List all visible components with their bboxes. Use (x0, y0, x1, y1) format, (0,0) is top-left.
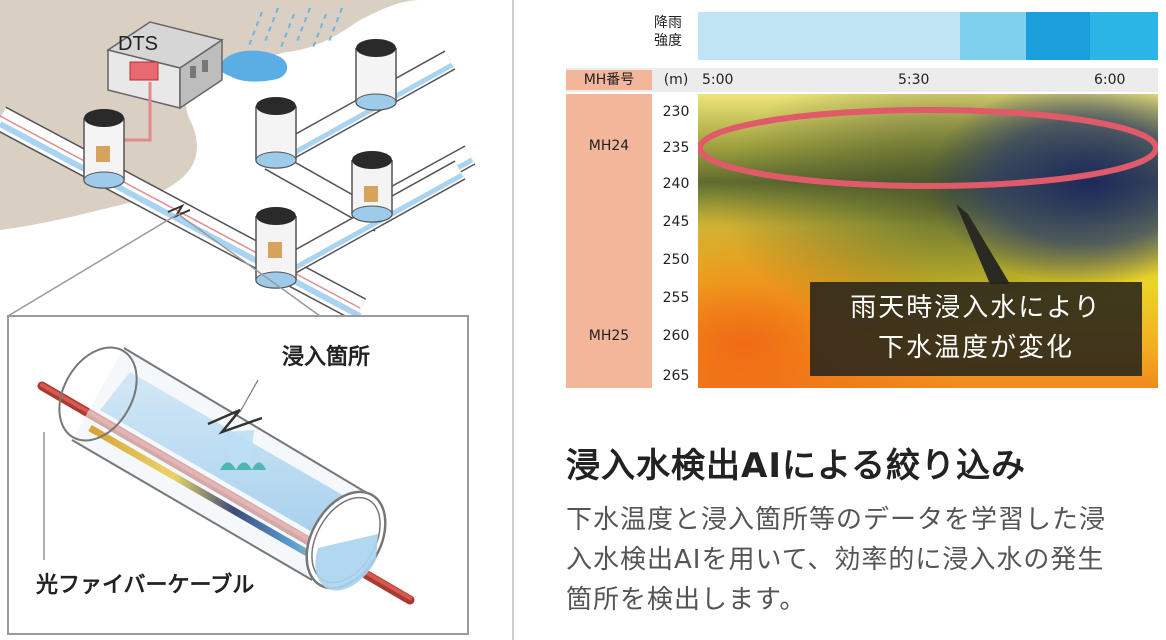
header-band (566, 68, 1158, 92)
cable-label: 光ファイバーケーブル (35, 572, 254, 598)
rain-intensity-segment (1026, 12, 1090, 60)
depth-tick: 240 (662, 176, 690, 192)
rain-change-callout: 雨天時浸入水により 下水温度が変化 (810, 282, 1142, 376)
manhole-name: MH24 (588, 138, 630, 154)
depth-tick: 230 (662, 104, 690, 120)
depth-tick: 260 (662, 328, 690, 344)
section-title: 浸入水検出AIによる絞り込み (566, 446, 1026, 486)
callout-line: 雨天時浸入水により (850, 293, 1102, 323)
dts-building (106, 21, 224, 110)
depth-unit: (m) (663, 72, 689, 88)
rain-label-line1: 降雨 (654, 15, 682, 31)
panel-divider (512, 0, 514, 640)
rain-intensity-segment (1090, 12, 1158, 60)
rain-intensity-segment (960, 12, 1026, 60)
description: 下水温度と浸入箇所等のデータを学習した浸 入水検出AIを用いて、効率的に浸入水の… (566, 500, 1160, 620)
manhole-name: MH25 (588, 328, 630, 344)
depth-tick: 255 (662, 290, 690, 306)
depth-tick: 265 (662, 368, 690, 384)
dts-label: DTS (118, 33, 158, 55)
depth-tick: 250 (662, 252, 690, 268)
manhole-number-header: MH番号 (566, 70, 652, 90)
manhole (255, 97, 297, 169)
manhole (83, 109, 125, 189)
intrusion-label: 浸入箇所 (282, 344, 370, 370)
rain-intensity-label: 降雨 強度 (640, 14, 696, 50)
callout-line: 下水温度が変化 (877, 333, 1074, 363)
manhole (255, 207, 297, 289)
description-line: 箇所を検出します。 (566, 585, 807, 615)
rain-label-line2: 強度 (654, 33, 682, 49)
depth-tick: 235 (662, 140, 690, 156)
description-line: 入水検出AIを用いて、効率的に浸入水の発生 (566, 545, 1105, 575)
manhole (351, 151, 393, 223)
description-line: 下水温度と浸入箇所等のデータを学習した浸 (566, 505, 1107, 535)
depth-tick: 245 (662, 214, 690, 230)
highlight-ellipse (698, 107, 1158, 189)
sewer-network-illustration: DTS (0, 0, 476, 635)
time-label: 5:00 (702, 72, 734, 88)
rain-intensity-segment (698, 12, 960, 60)
time-label: 6:00 (1094, 72, 1126, 88)
manhole (355, 39, 397, 111)
manhole-column (566, 94, 652, 388)
time-label: 5:30 (898, 72, 930, 88)
